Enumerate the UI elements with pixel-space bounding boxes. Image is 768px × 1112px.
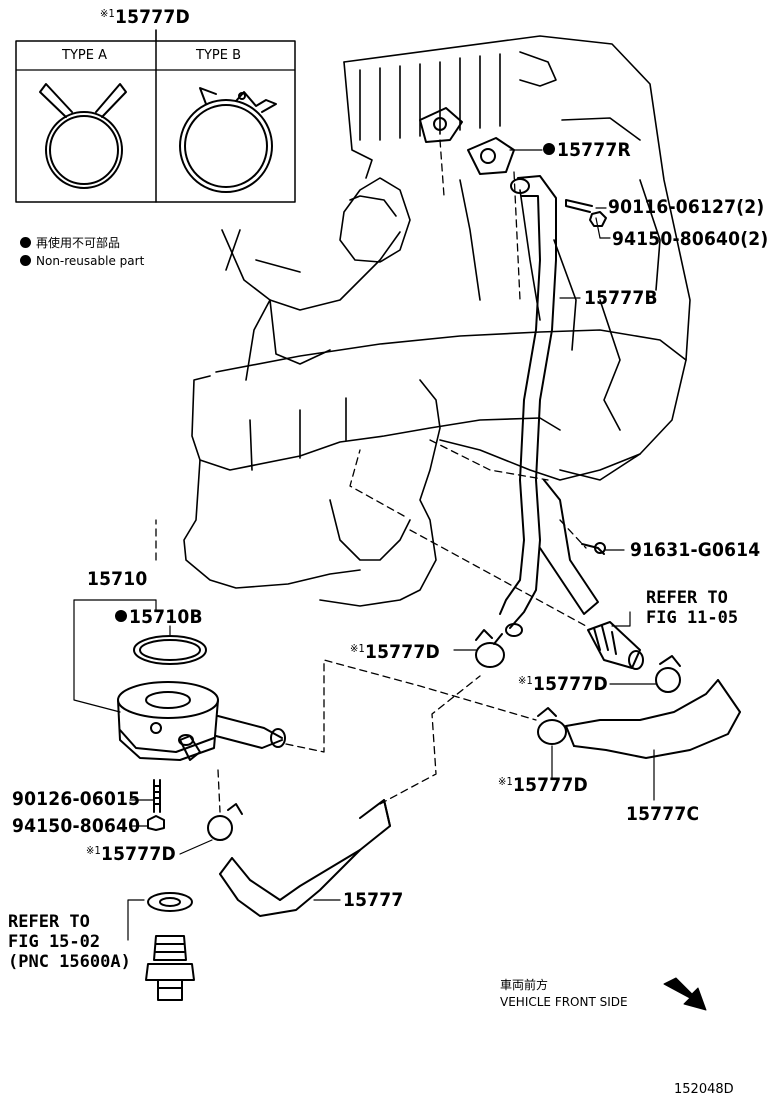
bracket [539,479,606,615]
part-number: 90116-06127(2) [608,196,765,218]
hose-15777c [565,679,741,759]
non-reusable-dot-icon [543,143,555,155]
clamp-box-title[interactable]: ※115777D [100,8,190,27]
part-number: 15777C [626,803,700,825]
type-b-header: TYPE B [196,48,241,63]
mark-note: ※1 [100,7,115,20]
gasket-15710b [133,635,207,665]
vehicle-front-jp: 車両前方 [500,978,549,992]
reference-fig-15-02[interactable]: REFER TO FIG 15-02 (PNC 15600A) [8,912,131,972]
oil-cooler-15710 [117,681,286,761]
reference-fig-11-05[interactable]: REFER TO FIG 11-05 [646,588,739,628]
part-label-94150-80640[interactable]: 94150-80640 [12,817,140,836]
part-label-15777d-right[interactable]: ※115777D [518,675,608,694]
union-fitting [587,621,644,670]
part-number: 15777D [115,6,190,28]
clamp-type-b-icon [179,87,277,193]
non-reusable-dot-icon [20,237,31,248]
mark-note: ※1 [498,775,513,788]
engine-block-outline [183,35,691,607]
legend-jp: 再使用不可部品 [20,234,120,251]
part-label-94150-80640-2[interactable]: 94150-80640(2) [612,230,768,249]
gasket-upper [419,107,515,175]
non-reusable-dot-icon [115,610,127,622]
filter-union [145,892,195,1001]
hose-15777 [219,799,391,917]
part-number: 15710 [87,568,148,590]
part-label-15777d-lower[interactable]: ※115777D [86,845,176,864]
part-number: 15777B [584,287,658,309]
part-label-15777c[interactable]: 15777C [626,805,699,824]
nut-94150 [589,211,607,227]
part-label-90126-06015[interactable]: 90126-06015 [12,790,140,809]
part-label-15777[interactable]: 15777 [343,891,403,910]
type-a-header: TYPE A [62,48,107,63]
part-label-15777r[interactable]: 15777R [543,141,631,160]
stud-90126 [153,779,161,813]
clamp-3 [537,707,567,745]
leader-lines [73,29,657,941]
part-label-90116-06127[interactable]: 90116-06127(2) [608,198,764,217]
part-label-15710[interactable]: 15710 [87,570,147,589]
clamp-1 [475,629,505,668]
clamp-4 [207,803,243,841]
clamp-2 [655,655,681,693]
part-number: 15777D [513,774,588,796]
dashed-lines [155,139,587,813]
clamp-type-box [15,29,296,203]
bolt-90116 [565,199,593,213]
vehicle-front-en: VEHICLE FRONT SIDE [500,995,628,1009]
part-label-15777b[interactable]: 15777B [584,289,658,308]
part-label-15710b[interactable]: 15710B [115,608,203,627]
nut-94150-bottom [147,815,165,831]
legend-jp-text: 再使用不可部品 [36,236,121,250]
part-number: 15777D [101,843,176,865]
part-label-15777d-upper[interactable]: ※115777D [350,643,440,662]
figure-number: 152048D [674,1082,734,1097]
part-number: 90126-06015 [12,788,141,810]
mark-note: ※1 [86,844,101,857]
part-number: 91631-G0614 [630,539,761,561]
front-arrow-icon [663,977,707,1011]
legend-en: Non-reusable part [20,254,144,268]
legend-en-text: Non-reusable part [36,254,145,268]
non-reusable-dot-icon [20,255,31,266]
part-number: 15777 [343,889,404,911]
part-number: 15777R [557,139,631,161]
part-number: 15710B [129,606,203,628]
mark-note: ※1 [518,674,533,687]
part-label-15777d-middle[interactable]: ※115777D [498,776,588,795]
part-number: 15777D [365,641,440,663]
water-pipe-15777b [499,175,557,637]
part-number: 94150-80640 [12,815,141,837]
part-label-91631-g0614[interactable]: 91631-G0614 [630,541,760,560]
clamp-type-a-icon [39,83,127,189]
part-number: 94150-80640(2) [612,228,768,250]
mark-note: ※1 [350,642,365,655]
part-number: 15777D [533,673,608,695]
